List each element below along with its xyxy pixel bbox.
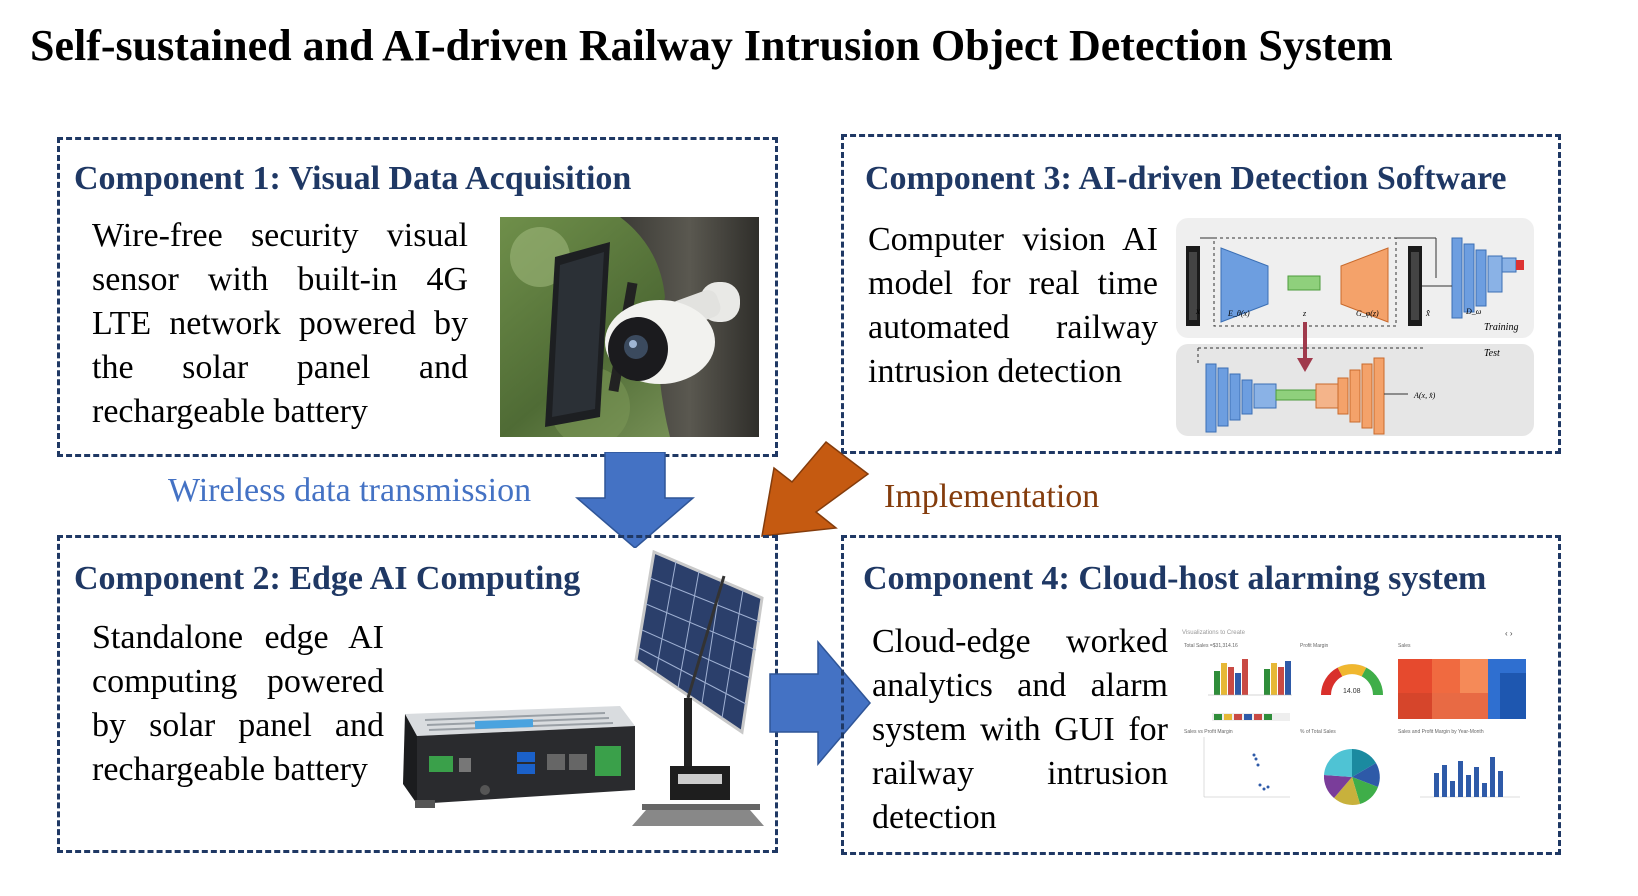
wireless-label: Wireless data transmission (168, 472, 532, 509)
dash-pct-total-sales: % of Total Sales (1300, 729, 1336, 735)
model-label-training: Training (1484, 322, 1518, 333)
component-1-box (57, 137, 778, 457)
model-label-ex: E_θ(x) (1227, 309, 1250, 318)
component-2-title: Component 2: Edge AI Computing (74, 560, 581, 597)
component-4-description: Cloud-edge worked analytics and alarm sy… (872, 623, 1168, 836)
diagram-title: Self-sustained and AI-driven Railway Int… (30, 21, 1393, 70)
component-4-box (841, 535, 1561, 855)
dash-gauge-value: 14.08 (1343, 688, 1361, 695)
model-label-xhat: x̂ (1425, 308, 1430, 318)
component-2-description: Standalone edge AI computing powered by … (92, 619, 384, 788)
model-label-score: A(x, x̂) (1413, 391, 1436, 400)
implementation-label: Implementation (884, 478, 1100, 515)
model-label-z: z (1302, 309, 1307, 318)
dash-arrows-glyph: ‹ › (1505, 629, 1513, 638)
wireless-arrow (575, 452, 695, 548)
dash-sales-vs-margin: Sales vs Profit Margin (1184, 729, 1233, 735)
component-1-description: Wire-free security visual sensor with bu… (92, 217, 468, 430)
implementation-arrow (761, 440, 870, 537)
dash-profit-margin: Profit Margin (1300, 643, 1329, 649)
dashboard-screenshot: Visualizations to Create ‹ › Total Sales… (1180, 625, 1530, 815)
component-1-title: Component 1: Visual Data Acquisition (74, 160, 632, 197)
component-3-description: Computer vision AI model for real time a… (868, 221, 1158, 390)
solar-camera-photo (500, 217, 759, 437)
model-label-gz: G_φ(z) (1356, 309, 1379, 318)
solar-panel-stand-photo (622, 548, 774, 836)
dash-visualizations-label: Visualizations to Create (1182, 630, 1246, 636)
edge-to-cloud-arrow (769, 640, 871, 766)
model-label-x: x (1195, 306, 1200, 316)
model-label-test: Test (1484, 348, 1500, 359)
dash-sales-margin-month: Sales and Profit Margin by Year-Month (1398, 729, 1484, 735)
dash-sales: Sales (1398, 643, 1411, 649)
model-label-dw: D_ω (1465, 307, 1482, 316)
component-3-title: Component 3: AI-driven Detection Softwar… (865, 160, 1507, 197)
component-4-title: Component 4: Cloud-host alarming system (863, 560, 1487, 597)
dash-total-sales: Total Sales =$31,314.16 (1184, 643, 1238, 649)
edge-computer-photo (395, 700, 640, 812)
component-3-box (841, 134, 1561, 454)
anomaly-model-figure: x E_θ(x) z G_φ(z) x̂ D_ω Training Test A… (1176, 218, 1534, 436)
